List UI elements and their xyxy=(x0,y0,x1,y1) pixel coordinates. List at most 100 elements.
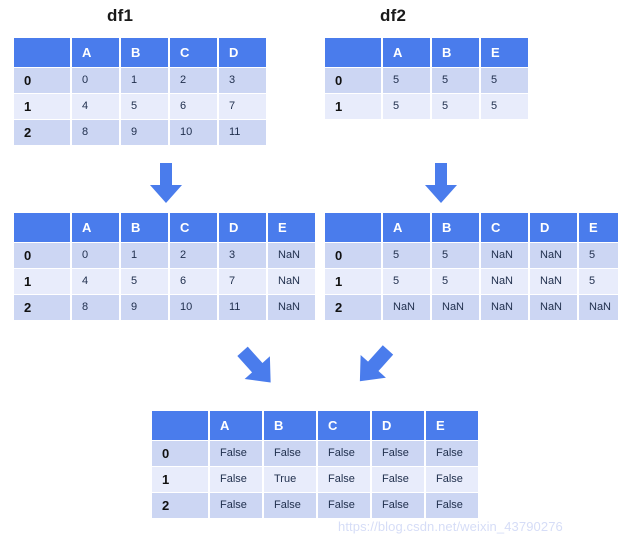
column-header-c: C xyxy=(318,411,370,440)
cell-1-e: NaN xyxy=(268,269,315,294)
cell-0-a: 0 xyxy=(72,68,119,93)
cell-0-c: False xyxy=(318,441,370,466)
row-index-0: 0 xyxy=(14,68,70,93)
table-row: 1 4 5 6 7 NaN xyxy=(14,269,315,294)
cell-1-d: False xyxy=(372,467,424,492)
page-title-df1: df1 xyxy=(107,6,134,25)
column-header-d: D xyxy=(372,411,424,440)
table-df2-aligned: A B C D E 0 5 5 NaN NaN 5 1 5 5 NaN NaN xyxy=(323,212,618,321)
cell-1-d: 7 xyxy=(219,94,266,119)
table-row: 0 5 5 NaN NaN 5 xyxy=(325,243,618,268)
table-header-row: A B C D E xyxy=(14,213,315,242)
cell-0-b: False xyxy=(264,441,316,466)
row-index-0: 0 xyxy=(325,68,381,93)
table-corner-cell xyxy=(325,38,381,67)
column-header-a: A xyxy=(383,213,430,242)
table-row: 2 False False False False False xyxy=(152,493,478,518)
column-header-a: A xyxy=(383,38,430,67)
table-row: 0 0 1 2 3 xyxy=(14,68,266,93)
table-header-row: A B E xyxy=(325,38,528,67)
column-header-e: E xyxy=(426,411,478,440)
cell-2-d: 11 xyxy=(219,295,266,320)
row-index-0: 0 xyxy=(152,441,208,466)
cell-2-a: 8 xyxy=(72,120,119,145)
cell-0-a: 5 xyxy=(383,243,430,268)
row-index-1: 1 xyxy=(14,94,70,119)
arrow-df1-down xyxy=(144,163,188,207)
cell-0-d: NaN xyxy=(530,243,577,268)
arrow-df2-down xyxy=(419,163,463,207)
cell-2-a: NaN xyxy=(383,295,430,320)
row-index-1: 1 xyxy=(325,94,381,119)
row-index-0: 0 xyxy=(14,243,70,268)
cell-2-e: NaN xyxy=(268,295,315,320)
column-header-c: C xyxy=(481,213,528,242)
cell-0-e: False xyxy=(426,441,478,466)
cell-0-c: 2 xyxy=(170,68,217,93)
column-header-b: B xyxy=(432,213,479,242)
cell-0-b: 5 xyxy=(432,243,479,268)
cell-2-d: NaN xyxy=(530,295,577,320)
table-row: 1 4 5 6 7 xyxy=(14,94,266,119)
cell-1-e: 5 xyxy=(579,269,618,294)
cell-0-d: 3 xyxy=(219,68,266,93)
column-header-d: D xyxy=(530,213,577,242)
column-header-a: A xyxy=(210,411,262,440)
cell-0-c: NaN xyxy=(481,243,528,268)
table-row: 2 NaN NaN NaN NaN NaN xyxy=(325,295,618,320)
cell-1-d: NaN xyxy=(530,269,577,294)
table-corner-cell xyxy=(152,411,208,440)
cell-1-b: True xyxy=(264,467,316,492)
table-row: 0 False False False False False xyxy=(152,441,478,466)
cell-2-b: 9 xyxy=(121,295,168,320)
cell-0-b: 1 xyxy=(121,68,168,93)
row-index-2: 2 xyxy=(14,120,70,145)
cell-1-c: NaN xyxy=(481,269,528,294)
cell-1-d: 7 xyxy=(219,269,266,294)
cell-1-c: 6 xyxy=(170,269,217,294)
cell-0-b: 1 xyxy=(121,243,168,268)
column-header-a: A xyxy=(72,38,119,67)
cell-2-c: NaN xyxy=(481,295,528,320)
arrow-right-diagonal xyxy=(348,341,400,393)
table-df2: A B E 0 5 5 5 1 5 5 5 xyxy=(323,37,530,120)
column-header-b: B xyxy=(264,411,316,440)
cell-0-d: 3 xyxy=(219,243,266,268)
cell-1-a: 4 xyxy=(72,94,119,119)
cell-2-b: 9 xyxy=(121,120,168,145)
table-corner-cell xyxy=(325,213,381,242)
cell-2-c: 10 xyxy=(170,120,217,145)
column-header-a: A xyxy=(72,213,119,242)
column-header-d: D xyxy=(219,38,266,67)
page-title-df2: df2 xyxy=(380,6,407,25)
table-corner-cell xyxy=(14,38,70,67)
cell-2-b: NaN xyxy=(432,295,479,320)
table-header-row: A B C D E xyxy=(325,213,618,242)
table-row: 2 8 9 10 11 xyxy=(14,120,266,145)
table-header-row: A B C D xyxy=(14,38,266,67)
cell-1-e: False xyxy=(426,467,478,492)
cell-0-e: NaN xyxy=(268,243,315,268)
table-row: 1 False True False False False xyxy=(152,467,478,492)
watermark-text: https://blog.csdn.net/weixin_43790276 xyxy=(338,519,563,534)
table-row: 1 5 5 NaN NaN 5 xyxy=(325,269,618,294)
column-header-b: B xyxy=(121,213,168,242)
row-index-1: 1 xyxy=(14,269,70,294)
table-header-row: A B C D E xyxy=(152,411,478,440)
table-result: A B C D E 0 False False False False Fals… xyxy=(150,410,480,519)
cell-0-a: 0 xyxy=(72,243,119,268)
cell-1-e: 5 xyxy=(481,94,528,119)
cell-0-a: 5 xyxy=(383,68,430,93)
cell-1-a: False xyxy=(210,467,262,492)
table-df1-aligned: A B C D E 0 0 1 2 3 NaN 1 4 5 6 7 xyxy=(12,212,317,321)
cell-1-a: 5 xyxy=(383,269,430,294)
row-index-1: 1 xyxy=(325,269,381,294)
row-index-0: 0 xyxy=(325,243,381,268)
cell-2-a: 8 xyxy=(72,295,119,320)
table-row: 1 5 5 5 xyxy=(325,94,528,119)
column-header-c: C xyxy=(170,213,217,242)
column-header-e: E xyxy=(268,213,315,242)
cell-1-c: False xyxy=(318,467,370,492)
row-index-2: 2 xyxy=(152,493,208,518)
table-row: 0 0 1 2 3 NaN xyxy=(14,243,315,268)
